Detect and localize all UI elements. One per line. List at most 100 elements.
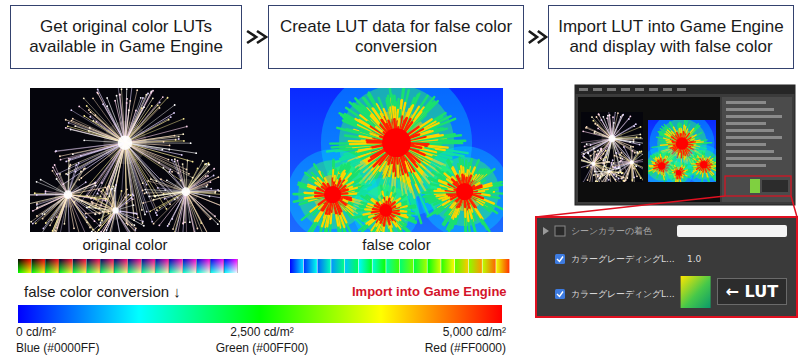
illustration-part	[213, 175, 215, 177]
illustration-part	[55, 165, 68, 195]
illustration-part	[86, 210, 116, 213]
illustration-part	[217, 223, 219, 225]
illustration-part	[118, 136, 132, 150]
illustration-part	[125, 127, 187, 143]
illustration-part	[56, 216, 58, 218]
illustration-part	[186, 192, 215, 193]
illustration-part	[582, 153, 584, 155]
illustration-part	[178, 138, 180, 140]
illustration-part	[71, 120, 73, 122]
illustration-part	[173, 112, 175, 114]
illustration-part	[135, 227, 137, 229]
illustration-part	[114, 259, 127, 273]
illustration-part	[197, 259, 210, 273]
illustration-part	[125, 91, 153, 143]
illustration-part	[96, 92, 98, 94]
illustration-part	[68, 195, 69, 232]
illustration-part	[111, 188, 113, 190]
illustration-part	[602, 116, 604, 118]
illustration-part	[85, 181, 87, 183]
illustration-part	[152, 90, 154, 92]
illustration-part	[43, 228, 45, 230]
illustration-part	[136, 213, 138, 215]
illustration-part	[49, 224, 51, 226]
illustration-part	[59, 259, 72, 273]
illustration-part	[147, 180, 149, 182]
illustration-part	[607, 88, 616, 91]
illustration-part	[183, 140, 185, 142]
illustration-part	[345, 259, 358, 273]
illustration-part	[121, 190, 123, 192]
illustration-part	[160, 178, 162, 180]
illustration-part	[95, 198, 97, 200]
illustration-part	[183, 259, 196, 273]
illustration-part	[583, 153, 585, 155]
illustration-part	[649, 88, 658, 91]
illustration-part	[73, 227, 75, 229]
illustration-part	[182, 222, 184, 224]
illustration-part	[171, 159, 173, 161]
illustration-part	[142, 190, 144, 192]
illustration-part	[455, 259, 468, 273]
illustration-part	[68, 160, 70, 162]
illustration-part	[116, 95, 118, 97]
illustration-part	[32, 223, 34, 225]
illustration-part	[84, 116, 125, 143]
illustration-part	[71, 110, 125, 143]
illustration-part	[125, 143, 155, 197]
illustration-part	[183, 118, 185, 120]
illustration-part	[290, 259, 303, 273]
illustration-part	[75, 164, 77, 166]
illustration-part	[600, 119, 602, 121]
false-lut-strip	[290, 259, 509, 273]
illustration-part	[224, 259, 237, 273]
illustration-part	[593, 88, 602, 91]
illustration-part	[86, 217, 88, 219]
illustration-part	[125, 143, 142, 223]
illustration-part	[126, 102, 128, 104]
illustration-part	[192, 161, 194, 163]
illustration-part	[42, 218, 44, 220]
illustration-part	[213, 168, 215, 170]
illustration-part	[144, 193, 146, 195]
illustration-part	[663, 88, 672, 91]
illustration-part	[84, 167, 86, 169]
illustration-part	[207, 175, 209, 177]
illustration-part	[176, 192, 186, 232]
illustration-part	[69, 164, 71, 166]
illustration-part	[380, 204, 393, 217]
illustration-part	[142, 97, 144, 99]
illustration-part	[188, 173, 190, 175]
illustration-part	[140, 97, 142, 99]
illustration-part	[586, 128, 612, 139]
illustration-part	[65, 127, 67, 129]
illustration-part	[209, 218, 211, 220]
illustration-part	[169, 259, 182, 273]
illustration-part	[35, 193, 68, 194]
illustration-part	[83, 139, 85, 141]
illustration-part	[95, 213, 97, 215]
illustration-part	[30, 195, 68, 196]
illustration-part	[195, 152, 197, 154]
illustration-part	[128, 259, 141, 273]
illustration-part	[125, 142, 191, 143]
illustration-part	[103, 190, 116, 210]
illustration-part	[187, 160, 189, 162]
illustration-part	[183, 259, 196, 273]
illustration-part	[50, 195, 68, 226]
illustration-part	[98, 189, 100, 191]
illustration-part	[94, 182, 96, 184]
illustration-part	[174, 135, 176, 137]
illustration-part	[143, 225, 145, 227]
illustration-part	[155, 212, 157, 214]
illustration-part	[177, 160, 179, 162]
illustration-part	[65, 173, 67, 175]
illustration-part	[51, 219, 53, 221]
illustration-part	[89, 227, 91, 229]
illustration-part	[129, 100, 131, 102]
illustration-part	[60, 159, 62, 161]
illustration-part	[181, 187, 190, 196]
illustration-part	[73, 259, 86, 273]
illustration-part	[186, 163, 209, 192]
illustration-part	[183, 192, 186, 223]
